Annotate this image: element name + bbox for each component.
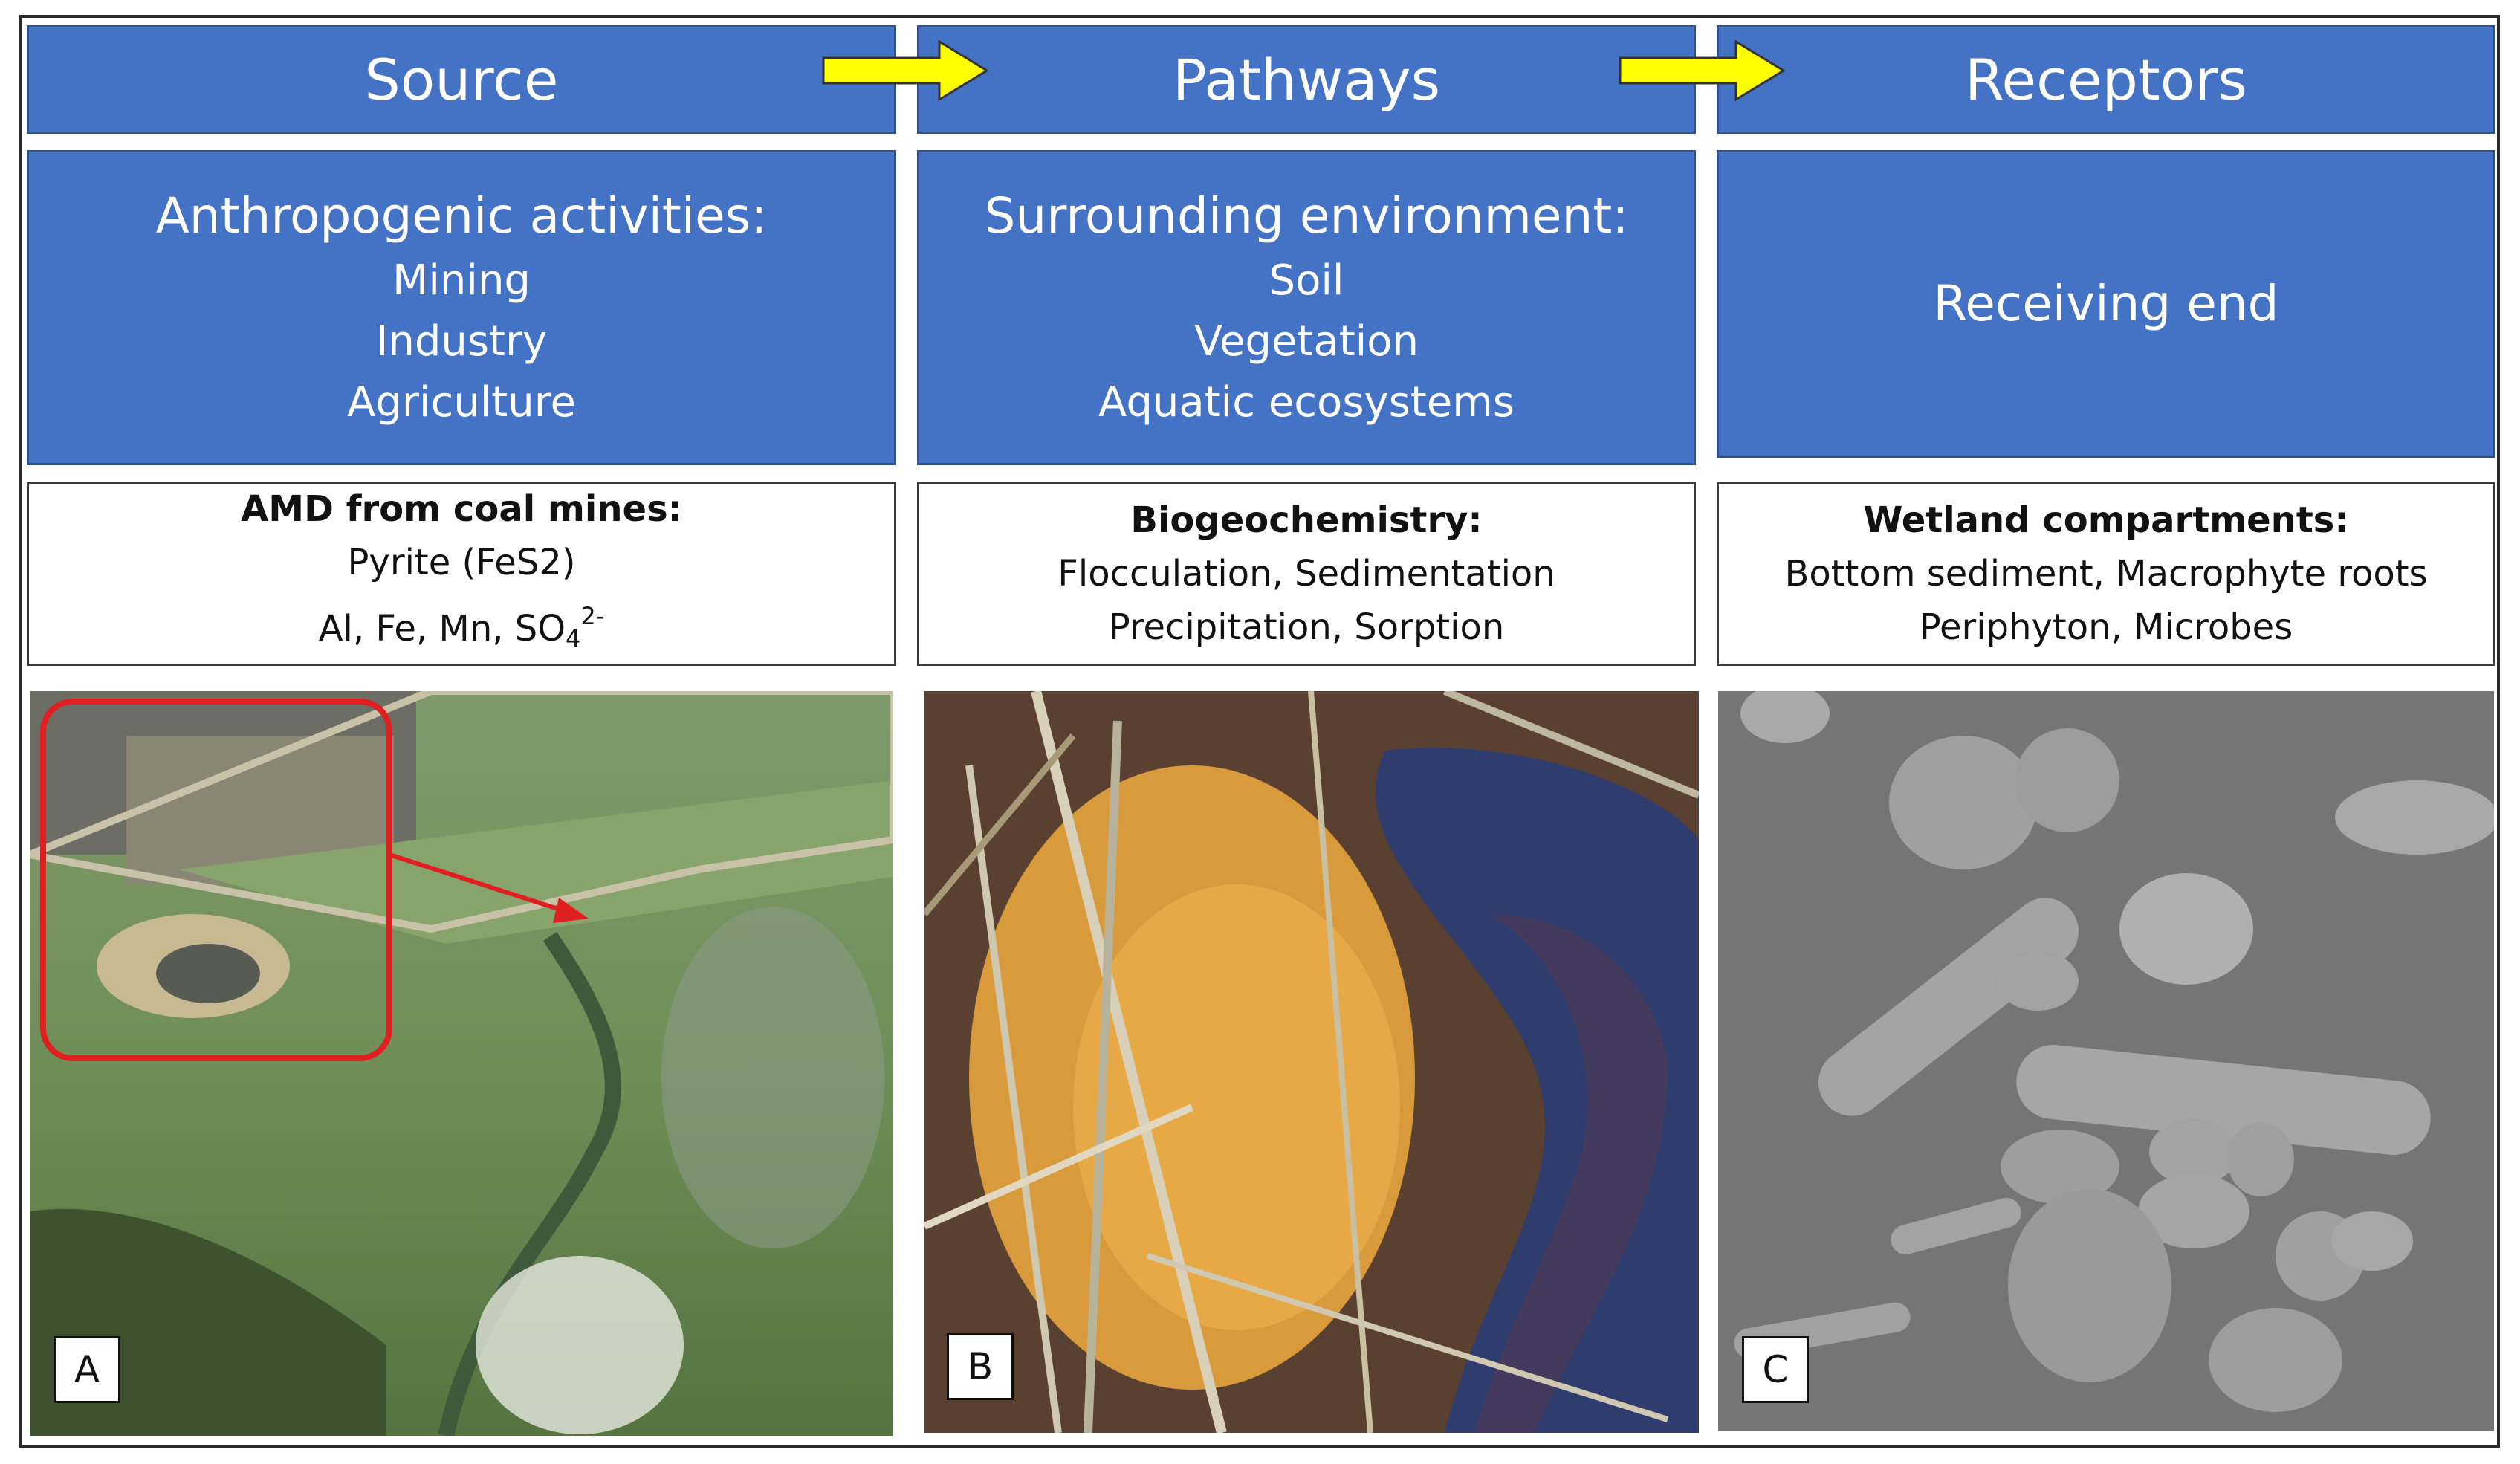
source-highlight-annotation: [40, 699, 589, 1061]
receptors-detail-line: Periphyton, Microbes: [1919, 606, 2293, 648]
iron-floc-wetland-photo: [924, 691, 1699, 1433]
source-activity-item: Mining: [392, 256, 531, 305]
pathways-detail-line: Precipitation, Sorption: [1108, 606, 1505, 648]
header-pathways-label: Pathways: [1172, 46, 1441, 113]
pathways-environment-heading: Surrounding environment:: [984, 187, 1629, 244]
arrow-source-to-pathways-icon: [822, 39, 989, 102]
header-receptors: Receptors: [1717, 25, 2495, 134]
pathways-environment-item: Soil: [1269, 256, 1344, 305]
panel-label-b: B: [947, 1333, 1014, 1400]
pathways-detail-heading: Biogeochemistry:: [1130, 499, 1483, 541]
source-detail-line: Pyrite (FeS2): [347, 542, 576, 583]
aerial-landscape-photo: [30, 691, 893, 1436]
pathways-environment-item: Aquatic ecosystems: [1098, 378, 1515, 427]
sulfate-subscript: 4: [566, 624, 581, 652]
source-activity-item: Industry: [375, 317, 548, 366]
pathways-environment-box: Surrounding environment: Soil Vegetation…: [917, 150, 1696, 465]
panel-label-c: C: [1742, 1336, 1809, 1403]
receptors-text: Receiving end: [1933, 275, 2279, 332]
pathways-environment-item: Vegetation: [1194, 317, 1419, 366]
receptors-detail-heading: Wetland compartments:: [1863, 499, 2349, 541]
pathways-detail-line: Flocculation, Sedimentation: [1057, 553, 1555, 595]
panel-label-b-text: B: [967, 1345, 994, 1388]
receptors-box: Receiving end: [1717, 150, 2495, 458]
pathways-detail-box: Biogeochemistry: Flocculation, Sedimenta…: [917, 482, 1696, 666]
receptors-detail-box: Wetland compartments: Bottom sediment, M…: [1717, 482, 2495, 666]
source-detail-heading: AMD from coal mines:: [241, 488, 682, 530]
receptors-detail-line: Bottom sediment, Macrophyte roots: [1784, 553, 2428, 595]
panel-label-c-text: C: [1762, 1348, 1789, 1391]
header-source: Source: [27, 25, 896, 134]
panel-label-a: A: [54, 1336, 120, 1403]
source-activities-heading: Anthropogenic activities:: [155, 187, 768, 244]
source-detail-box: AMD from coal mines: Pyrite (FeS2) Al, F…: [27, 482, 896, 666]
sem-microbes-photo: [1718, 691, 2494, 1431]
panel-label-a-text: A: [74, 1348, 100, 1391]
header-pathways: Pathways: [917, 25, 1696, 134]
source-detail-ions: Al, Fe, Mn, SO42-: [319, 589, 605, 665]
source-activity-item: Agriculture: [347, 378, 576, 427]
header-receptors-label: Receptors: [1964, 46, 2248, 113]
source-activities-box: Anthropogenic activities: Mining Industr…: [27, 150, 896, 465]
arrow-pathways-to-receptors-icon: [1619, 39, 1786, 102]
header-source-label: Source: [364, 46, 559, 113]
sulfate-superscript: 2-: [580, 602, 605, 630]
ions-text: Al, Fe, Mn, SO: [318, 608, 566, 650]
